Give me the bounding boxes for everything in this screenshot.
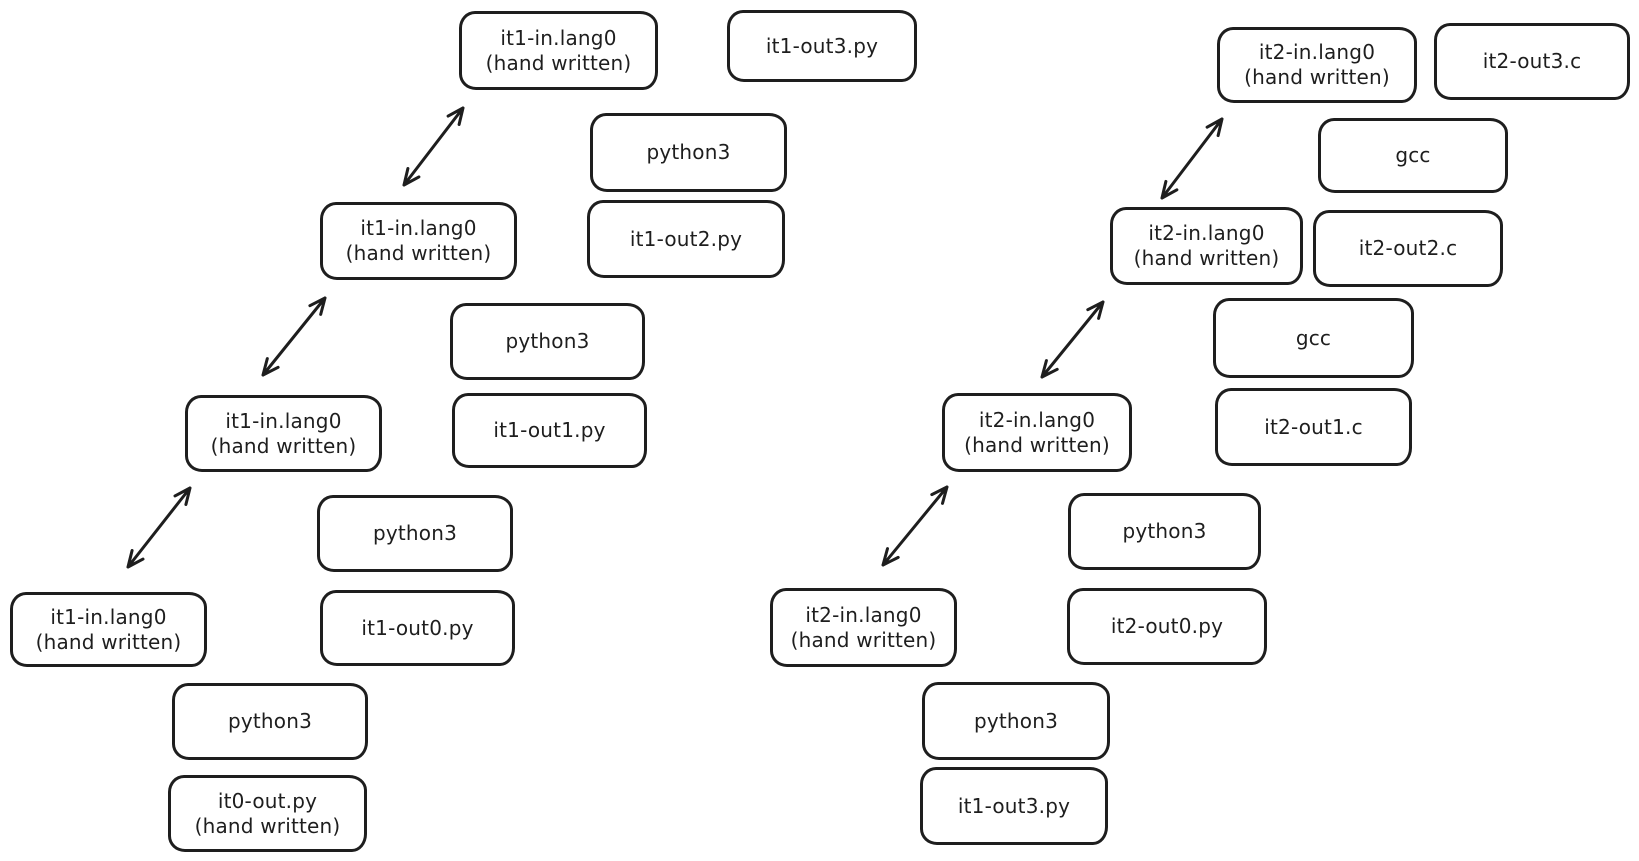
node-label: python3 xyxy=(372,521,458,545)
node-sublabel: (hand written) xyxy=(345,241,492,265)
node-label: it1-out1.py xyxy=(493,418,606,442)
diagram-node-it1-python3-2[interactable]: python3 xyxy=(450,303,645,380)
double-arrow-it2-1-2[interactable] xyxy=(1040,300,1105,379)
node-label: it1-out3.py xyxy=(765,33,879,58)
diagram-node-it2-in-3[interactable]: it2-in.lang0(hand written) xyxy=(1217,27,1417,103)
double-arrow-it1-2-3[interactable] xyxy=(402,106,465,187)
diagram-node-it2-out1[interactable]: it2-out1.c xyxy=(1215,388,1412,466)
node-label: python3 xyxy=(973,708,1059,733)
double-arrow-it1-0-1[interactable] xyxy=(126,486,192,569)
diagram-node-it1-python3-0[interactable]: python3 xyxy=(172,683,368,760)
node-label: python3 xyxy=(646,140,731,164)
node-label: it2-in.lang0 xyxy=(978,407,1096,432)
diagram-node-it1-in-3[interactable]: it1-in.lang0(hand written) xyxy=(459,11,658,90)
diagram-node-it2-out0[interactable]: it2-out0.py xyxy=(1067,588,1267,665)
diagram-node-it1-python3-1[interactable]: python3 xyxy=(317,495,513,572)
diagram-node-it2-python3-1[interactable]: python3 xyxy=(1068,493,1261,570)
node-sublabel: (hand written) xyxy=(964,432,1110,457)
node-label: it2-out2.c xyxy=(1358,236,1458,260)
node-label: gcc xyxy=(1295,325,1332,350)
node-label: it1-in.lang0 xyxy=(360,216,477,240)
diagram-node-it1-in-0[interactable]: it1-in.lang0(hand written) xyxy=(10,592,207,667)
node-label: it1-out2.py xyxy=(629,226,743,251)
diagram-node-it1-out1[interactable]: it1-out1.py xyxy=(452,393,647,468)
diagram-node-it2-gcc-1[interactable]: gcc xyxy=(1318,118,1508,193)
diagram-node-it0-out[interactable]: it0-out.py(hand written) xyxy=(168,775,367,852)
diagram-node-it2-in-1[interactable]: it2-in.lang0(hand written) xyxy=(942,393,1132,472)
node-label: python3 xyxy=(227,709,313,733)
diagram-node-it1-python3-3[interactable]: python3 xyxy=(590,113,787,192)
node-label: it1-out0.py xyxy=(361,615,474,640)
node-label: it1-in.lang0 xyxy=(500,25,617,50)
node-label: it1-in.lang0 xyxy=(225,408,342,433)
node-label: it2-out1.c xyxy=(1264,414,1363,439)
node-sublabel: (hand written) xyxy=(1244,65,1390,89)
node-label: it1-in.lang0 xyxy=(50,604,167,629)
node-label: it2-in.lang0 xyxy=(1148,221,1265,245)
diagram-node-it1-in-1[interactable]: it1-in.lang0(hand written) xyxy=(185,395,382,472)
node-label: it0-out.py xyxy=(217,788,318,813)
node-label: gcc xyxy=(1395,143,1431,167)
double-arrow-it1-1-2[interactable] xyxy=(261,296,327,377)
diagram-node-it1-out2[interactable]: it1-out2.py xyxy=(587,200,785,278)
diagram-node-it2-out3[interactable]: it2-out3.c xyxy=(1434,23,1630,100)
node-sublabel: (hand written) xyxy=(1133,246,1280,270)
node-label: it2-in.lang0 xyxy=(805,602,922,627)
node-sublabel: (hand written) xyxy=(210,433,357,458)
diagram-node-it2-in-2[interactable]: it2-in.lang0(hand written) xyxy=(1110,207,1303,285)
node-label: it1-out3.py xyxy=(957,793,1071,818)
node-sublabel: (hand written) xyxy=(485,50,632,75)
diagram-node-it1-out0[interactable]: it1-out0.py xyxy=(320,590,515,666)
diagram-node-it2-python3-0[interactable]: python3 xyxy=(922,682,1110,760)
node-label: python3 xyxy=(505,329,590,353)
node-label: it2-out3.c xyxy=(1482,49,1582,73)
diagram-node-it2-out2[interactable]: it2-out2.c xyxy=(1313,210,1503,287)
node-sublabel: (hand written) xyxy=(790,627,937,652)
diagram-node-it1-in-2[interactable]: it1-in.lang0(hand written) xyxy=(320,202,517,280)
node-label: python3 xyxy=(1122,519,1207,543)
node-sublabel: (hand written) xyxy=(35,629,182,654)
diagram-node-it1-out3-top[interactable]: it1-out3.py xyxy=(727,10,917,82)
node-label: it2-in.lang0 xyxy=(1258,40,1376,64)
node-label: it2-out0.py xyxy=(1110,614,1224,638)
diagram-node-it1-out3-bottom[interactable]: it1-out3.py xyxy=(920,767,1108,845)
double-arrow-it2-0-1[interactable] xyxy=(881,485,949,567)
node-sublabel: (hand written) xyxy=(194,813,341,838)
double-arrow-it2-2-3[interactable] xyxy=(1160,117,1224,200)
diagram-node-it2-gcc-0[interactable]: gcc xyxy=(1213,298,1414,378)
diagram-node-it2-in-0[interactable]: it2-in.lang0(hand written) xyxy=(770,588,957,667)
